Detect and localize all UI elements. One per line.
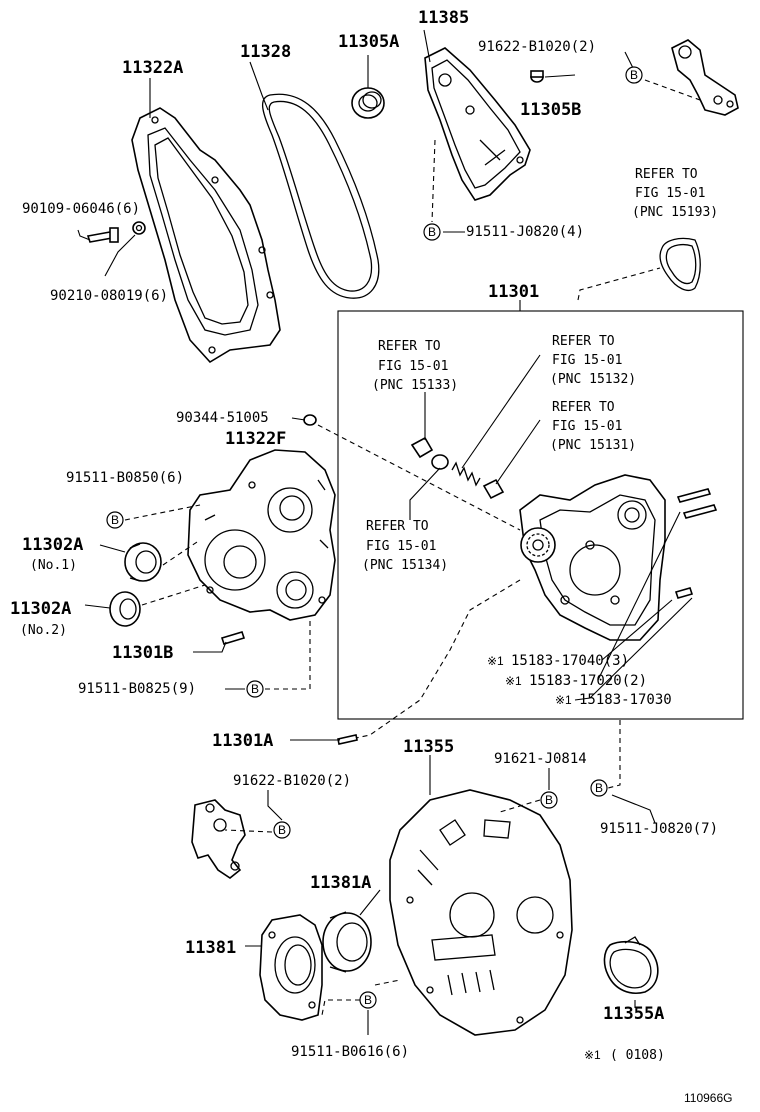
refer-a-line3: (PNC 15133) bbox=[372, 378, 458, 393]
b-marker-4: B bbox=[246, 680, 264, 698]
asterisk-note-text: ( 0108) bbox=[610, 1048, 665, 1063]
refer-top-line1: REFER TO bbox=[635, 167, 698, 182]
label-11385: 11385 bbox=[418, 8, 469, 28]
pin-11301A bbox=[337, 734, 358, 745]
b-label: B bbox=[595, 781, 603, 795]
label-11322F: 11322F bbox=[225, 429, 286, 449]
label-15183-17030: 15183-17030 bbox=[579, 692, 672, 708]
figure-id: 110966G bbox=[684, 1091, 733, 1105]
refer-d-line1: REFER TO bbox=[366, 519, 429, 534]
label-11381: 11381 bbox=[185, 938, 236, 958]
label-no1: (No.1) bbox=[30, 558, 77, 573]
end-plate-11355 bbox=[389, 789, 573, 1036]
label-91621: 91621-J0814 bbox=[494, 751, 587, 767]
seal-11302A-no2 bbox=[109, 591, 141, 627]
mark-1a: ※1 bbox=[487, 654, 504, 668]
refer-top-line3: (PNC 15193) bbox=[632, 205, 718, 220]
label-11302A-2: 11302A bbox=[10, 599, 71, 619]
plug-90344 bbox=[303, 414, 317, 426]
b-label: B bbox=[251, 682, 259, 696]
refer-d-line3: (PNC 15134) bbox=[362, 558, 448, 573]
refer-b-line1: REFER TO bbox=[552, 334, 615, 349]
seal-11305A bbox=[351, 87, 385, 119]
label-90210: 90210-08019(6) bbox=[50, 288, 168, 304]
washer-90210 bbox=[132, 221, 146, 235]
refer-b-line2: FIG 15-01 bbox=[552, 353, 622, 368]
b-label: B bbox=[111, 513, 119, 527]
assembly-box-11301 bbox=[337, 310, 744, 720]
label-11301B: 11301B bbox=[112, 643, 173, 663]
refer-b-line3: (PNC 15132) bbox=[550, 372, 636, 387]
label-91511-j0820-7: 91511-J0820(7) bbox=[600, 821, 718, 837]
drive-gear bbox=[520, 527, 556, 563]
label-11305A: 11305A bbox=[338, 32, 399, 52]
label-91511-j0820-4: 91511-J0820(4) bbox=[466, 224, 584, 240]
timing-gear-case-11322F bbox=[187, 449, 336, 621]
b-marker-7: B bbox=[273, 821, 291, 839]
studs-15183 bbox=[674, 488, 718, 599]
b-marker-1: B bbox=[625, 66, 643, 84]
seal-11381A bbox=[322, 911, 372, 973]
label-11301A: 11301A bbox=[212, 731, 273, 751]
label-11328: 11328 bbox=[240, 42, 291, 62]
label-90344: 90344-51005 bbox=[176, 410, 269, 426]
seal-11302A-no1 bbox=[124, 542, 162, 582]
b-label: B bbox=[630, 68, 638, 82]
mark-1c: ※1 bbox=[555, 693, 572, 707]
refer-c-line2: FIG 15-01 bbox=[552, 419, 622, 434]
refer-a-line1: REFER TO bbox=[378, 339, 441, 354]
gasket-refer-15193 bbox=[659, 237, 701, 291]
asterisk-note-mark: ※1 bbox=[584, 1048, 601, 1062]
spring-15132 bbox=[451, 461, 481, 487]
refer-a-line2: FIG 15-01 bbox=[378, 359, 448, 374]
cover-plate-11385 bbox=[424, 47, 531, 201]
label-11381A: 11381A bbox=[310, 873, 371, 893]
b-label: B bbox=[278, 823, 286, 837]
b-marker-3: B bbox=[106, 511, 124, 529]
pin-11301B bbox=[220, 631, 246, 645]
timing-cover-11322A bbox=[131, 107, 281, 364]
label-91622-top: 91622-B1020(2) bbox=[478, 39, 596, 55]
label-11302A-1: 11302A bbox=[22, 535, 83, 555]
b-label: B bbox=[364, 993, 372, 1007]
oil-pump-body-11301 bbox=[519, 474, 666, 641]
label-91511-b0825: 91511-B0825(9) bbox=[78, 681, 196, 697]
plug-15133 bbox=[410, 436, 449, 470]
valve-15131 bbox=[482, 478, 505, 500]
label-90109: 90109-06046(6) bbox=[22, 201, 140, 217]
retainer-11381 bbox=[259, 914, 323, 1021]
label-11322A: 11322A bbox=[122, 58, 183, 78]
label-11305B: 11305B bbox=[520, 100, 581, 120]
bracket-bottom-left bbox=[191, 799, 246, 879]
refer-top-line2: FIG 15-01 bbox=[635, 186, 705, 201]
label-91622-bottom: 91622-B1020(2) bbox=[233, 773, 351, 789]
refer-c-line1: REFER TO bbox=[552, 400, 615, 415]
b-marker-8: B bbox=[359, 991, 377, 1009]
timing-belt-11328 bbox=[262, 93, 380, 299]
label-15183-17020: 15183-17020(2) bbox=[529, 673, 647, 689]
leader-lines bbox=[77, 29, 701, 1035]
label-no2: (No.2) bbox=[20, 623, 67, 638]
b-marker-5: B bbox=[540, 791, 558, 809]
label-11355A: 11355A bbox=[603, 1004, 664, 1024]
bracket-top-right bbox=[671, 39, 739, 116]
b-marker-6: B bbox=[590, 779, 608, 797]
refer-d-line2: FIG 15-01 bbox=[366, 539, 436, 554]
label-11301: 11301 bbox=[488, 282, 539, 302]
seal-11355A bbox=[603, 936, 659, 994]
label-15183-17040: 15183-17040(3) bbox=[511, 653, 629, 669]
bolt-90109 bbox=[86, 227, 119, 243]
label-91511-b0850: 91511-B0850(6) bbox=[66, 470, 184, 486]
plug-11305B bbox=[530, 70, 544, 83]
label-91511-b0616: 91511-B0616(6) bbox=[291, 1044, 409, 1060]
b-label: B bbox=[428, 225, 436, 239]
b-label: B bbox=[545, 793, 553, 807]
label-11355: 11355 bbox=[403, 737, 454, 757]
mark-1b: ※1 bbox=[505, 674, 522, 688]
refer-c-line3: (PNC 15131) bbox=[550, 438, 636, 453]
b-marker-2: B bbox=[423, 223, 441, 241]
